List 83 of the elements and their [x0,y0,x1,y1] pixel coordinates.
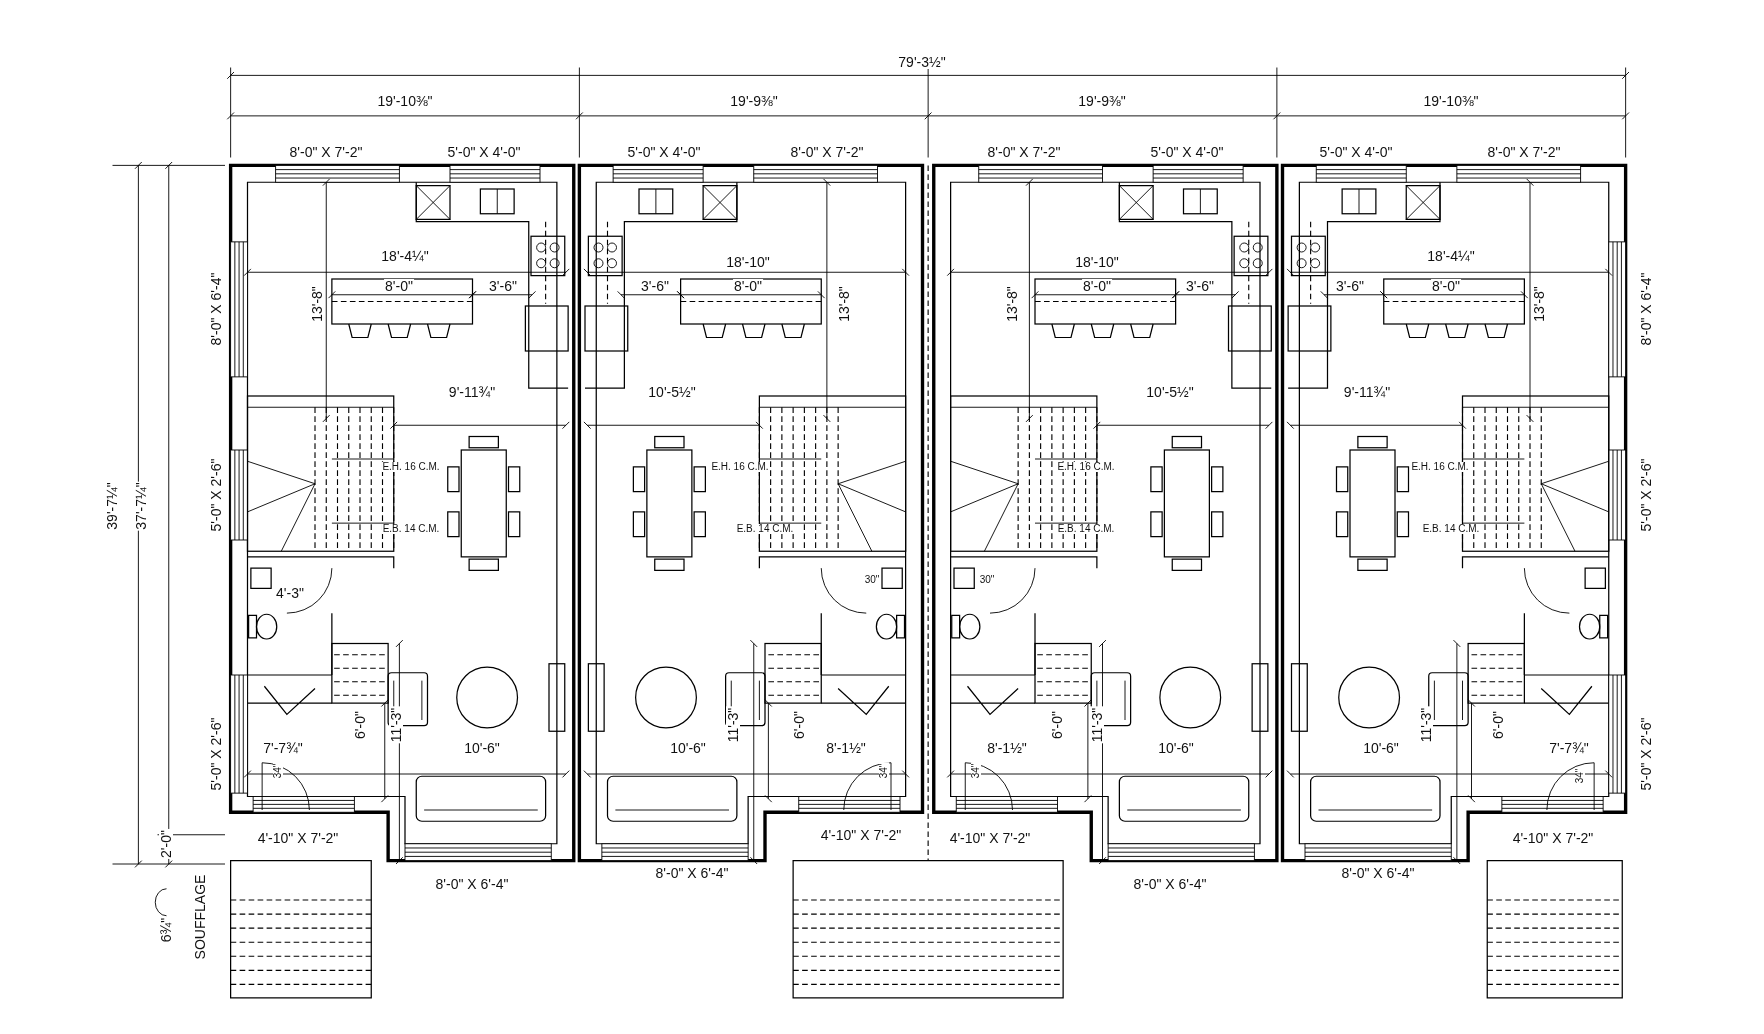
window-size-label: 5'-0" X 2'-6" [1639,716,1653,792]
dimension-label: 10'-6" [1362,741,1400,755]
dimension-label: 8'-0" [1431,279,1461,293]
stair-note: E.H. 16 C.M. [1056,462,1116,472]
window-size-label: 4'-10" X 7'-2" [948,831,1032,845]
stair-note: E.H. 16 C.M. [1410,462,1470,472]
window-size-label: 5'-0" X 4'-0" [1149,145,1225,159]
dimension-label: 4'-3" [275,586,305,600]
dimension-label: 10'-5½" [1145,385,1195,399]
stair-note: E.B. 14 C.M. [381,524,441,534]
dimension-label: 19'-9⅜" [1077,94,1127,108]
window-size-label: 5'-0" X 2'-6" [209,457,223,533]
dimension-label: 13'-8" [1005,285,1019,323]
dimension-label: 8'-1½" [986,741,1028,755]
window-size-label: 8'-0" X 7'-2" [986,145,1062,159]
stair-note: E.B. 14 C.M. [1056,524,1116,534]
dimension-label: 6¾" [159,916,173,944]
dimension-label: 39'-7¼" [105,481,119,531]
dimension-label: 10'-6" [669,741,707,755]
stair-note: E.B. 14 C.M. [1421,524,1481,534]
dimension-label: 8'-0" [1082,279,1112,293]
dimension-label: 19'-10⅜" [1422,94,1480,108]
window-size-label: 5'-0" X 4'-0" [1318,145,1394,159]
dimension-label: 18'-10" [725,255,771,269]
dimension-label: 18'-10" [1074,255,1120,269]
window-size-label: 5'-0" X 4'-0" [446,145,522,159]
dimension-label: 6'-0" [353,710,367,740]
dimension-label: 79'-3½" [897,55,947,69]
window-size-label: 5'-0" X 2'-6" [1639,457,1653,533]
dimension-label: 11'-3" [1419,706,1433,744]
dimension-label: 13'-8" [837,285,851,323]
dimension-label: 8'-1½" [825,741,867,755]
door-swing-label: 30" [863,575,881,585]
dimension-label: 10'-6" [463,741,501,755]
dimension-label: 6'-0" [1491,710,1505,740]
dimension-label: 10'-5½" [647,385,697,399]
stair-note: E.B. 14 C.M. [735,524,795,534]
window-size-label: 4'-10" X 7'-2" [1511,831,1595,845]
door-swing-label: 30" [978,575,996,585]
dimension-label: 18'-4¼" [1426,249,1476,263]
dimension-label: 37'-7¼" [134,481,148,531]
dimension-label: 6'-0" [792,710,806,740]
dimension-label: 8'-0" [384,279,414,293]
door-swing-label: 34" [273,762,283,780]
dimension-label: 7'-7¾" [262,741,304,755]
window-size-label: 8'-0" X 6'-4" [654,866,730,880]
door-swing-label: 34" [971,762,981,780]
window-size-label: 8'-0" X 6'-4" [1132,877,1208,891]
dimension-label: 9'-11¾" [1342,385,1392,399]
note-label: SOUFFLAGE [193,873,207,961]
dimension-label: 3'-6" [488,279,518,293]
window-size-label: 8'-0" X 6'-4" [209,271,223,347]
dimension-label: 11'-3" [726,706,740,744]
door-swing-label: 34" [879,762,889,780]
dimension-label: 18'-4¼" [380,249,430,263]
dimension-label: 3'-6" [640,279,670,293]
dimension-label: 11'-3" [389,706,403,744]
window-size-label: 5'-0" X 4'-0" [626,145,702,159]
dimension-label: 13'-8" [310,285,324,323]
dimension-label: 13'-8" [1532,285,1546,323]
dimension-label: 11'-3" [1090,706,1104,744]
stair-note: E.H. 16 C.M. [710,462,770,472]
dimension-label: 2'-0" [159,829,173,859]
dimension-label: 3'-6" [1185,279,1215,293]
window-size-label: 8'-0" X 6'-4" [1639,271,1653,347]
dimension-label: 9'-11¾" [447,385,497,399]
window-size-label: 4'-10" X 7'-2" [256,831,340,845]
window-size-label: 8'-0" X 6'-4" [1340,866,1416,880]
dimension-label: 6'-0" [1050,710,1064,740]
stair-note: E.H. 16 C.M. [381,462,441,472]
dimension-label: 19'-9⅜" [729,94,779,108]
dimension-label: 8'-0" [733,279,763,293]
window-size-label: 8'-0" X 7'-2" [1486,145,1562,159]
door-swing-label: 34" [1575,767,1585,785]
dimension-label: 10'-6" [1157,741,1195,755]
window-size-label: 8'-0" X 7'-2" [288,145,364,159]
dimension-label: 3'-6" [1335,279,1365,293]
window-size-label: 5'-0" X 2'-6" [209,716,223,792]
window-size-label: 8'-0" X 6'-4" [434,877,510,891]
window-size-label: 4'-10" X 7'-2" [819,828,903,842]
dimension-label: 19'-10⅜" [376,94,434,108]
window-size-label: 8'-0" X 7'-2" [789,145,865,159]
dimension-label: 7'-7¾" [1548,741,1590,755]
